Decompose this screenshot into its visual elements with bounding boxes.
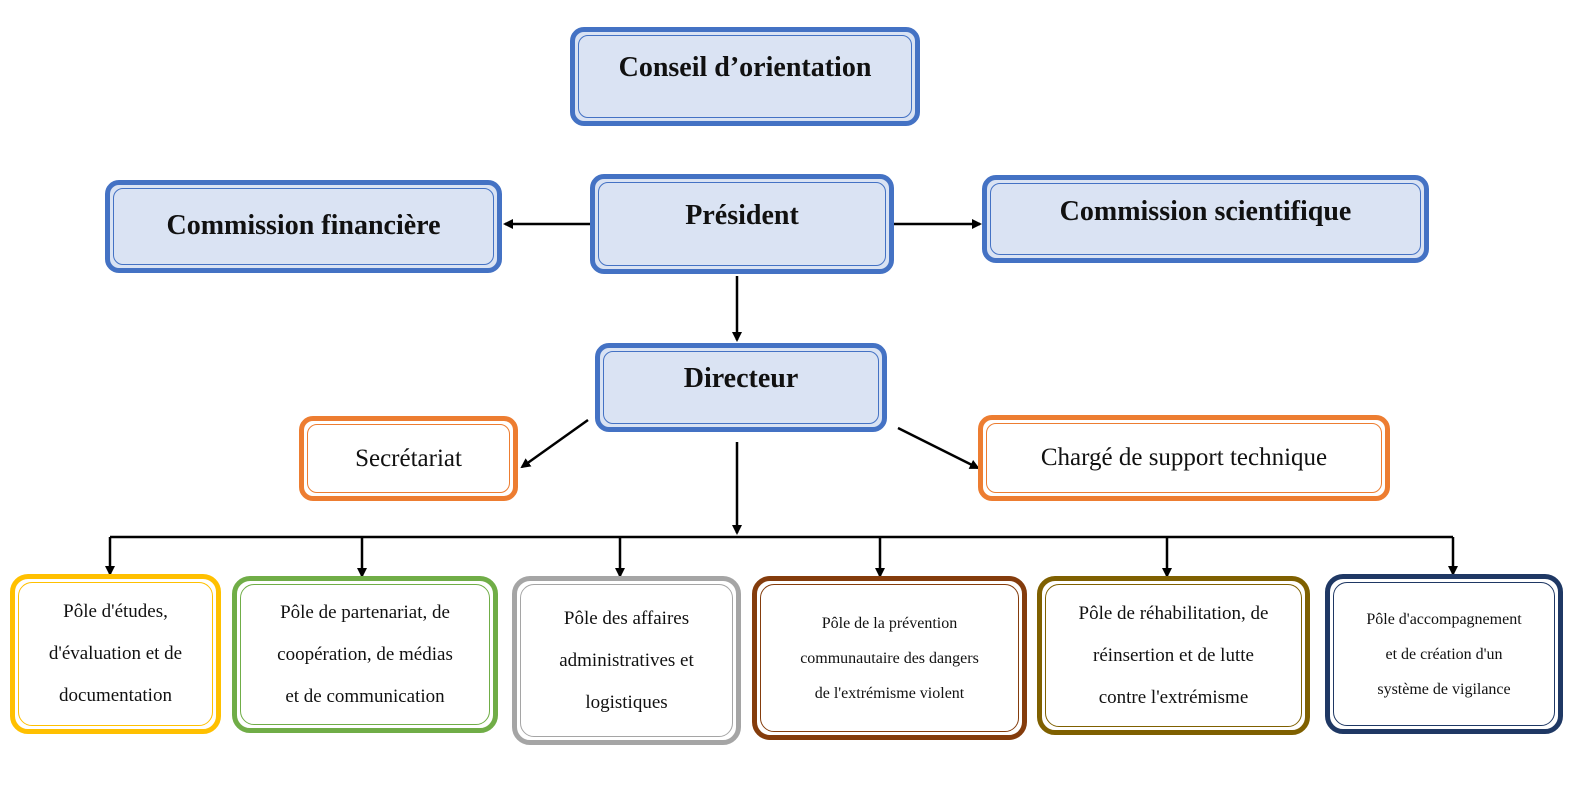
- pole-line: communautaire des dangers: [800, 649, 979, 667]
- pole-line: système de vigilance: [1377, 680, 1511, 698]
- pole-line: et de création d'un: [1385, 645, 1503, 663]
- pole-text: Pôle d'études, d'évaluation et de docume…: [43, 591, 188, 717]
- pole-line: de l'extrémisme violent: [814, 684, 965, 702]
- pole-line: Pôle de partenariat, de: [280, 601, 450, 623]
- pole-line: contre l'extrémisme: [1098, 686, 1249, 708]
- box-pole-etudes: Pôle d'études, d'évaluation et de docume…: [10, 574, 221, 734]
- pole-line: logistiques: [585, 691, 668, 713]
- pole-text: Pôle des affaires administratives et log…: [553, 598, 700, 724]
- pole-text: Pôle de partenariat, de coopération, de …: [271, 592, 459, 718]
- box-president: Président: [590, 174, 894, 274]
- pole-line: réinsertion et de lutte: [1093, 644, 1254, 666]
- box-pole-accompagnement: Pôle d'accompagnement et de création d'u…: [1325, 574, 1563, 734]
- commission-financiere-label: Commission financière: [166, 209, 441, 241]
- box-conseil-orientation: Conseil d’orientation: [570, 27, 920, 126]
- connector-directeur-support: [897, 426, 980, 470]
- box-commission-scientifique: Commission scientifique: [982, 175, 1429, 263]
- pole-line: administratives et: [559, 649, 694, 671]
- box-pole-prevention: Pôle de la prévention communautaire des …: [752, 576, 1027, 740]
- box-pole-partenariat: Pôle de partenariat, de coopération, de …: [232, 576, 498, 733]
- pole-line: Pôle d'études,: [63, 601, 168, 622]
- pole-text: Pôle de réhabilitation, de réinsertion e…: [1073, 593, 1275, 719]
- box-secretariat: Secrétariat: [299, 416, 518, 501]
- pole-line: et de communication: [285, 685, 445, 707]
- conseil-label: Conseil d’orientation: [618, 51, 872, 83]
- pole-line: Pôle des affaires: [563, 607, 690, 629]
- pole-text: Pôle d'accompagnement et de création d'u…: [1360, 602, 1527, 707]
- pole-line: Pôle d'accompagnement: [1366, 610, 1522, 628]
- pole-text: Pôle de la prévention communautaire des …: [794, 606, 985, 711]
- box-commission-financiere: Commission financière: [105, 180, 502, 273]
- commission-scientifique-label: Commission scientifique: [1059, 196, 1352, 227]
- box-support-technique: Chargé de support technique: [978, 415, 1390, 501]
- pole-line: Pôle de réhabilitation, de: [1078, 602, 1269, 624]
- support-technique-label: Chargé de support technique: [1040, 444, 1328, 471]
- box-directeur: Directeur: [595, 343, 887, 432]
- connector-directeur-secretariat: [520, 418, 589, 469]
- pole-line: d'évaluation et de: [48, 643, 183, 664]
- secretariat-label: Secrétariat: [355, 444, 462, 472]
- box-pole-rehabilitation: Pôle de réhabilitation, de réinsertion e…: [1037, 576, 1310, 735]
- pole-line: documentation: [59, 685, 172, 706]
- pole-line: Pôle de la prévention: [821, 614, 958, 632]
- president-label: Président: [685, 200, 799, 231]
- directeur-label: Directeur: [683, 362, 799, 394]
- pole-line: coopération, de médias: [277, 643, 453, 665]
- box-pole-affaires: Pôle des affaires administratives et log…: [512, 576, 741, 745]
